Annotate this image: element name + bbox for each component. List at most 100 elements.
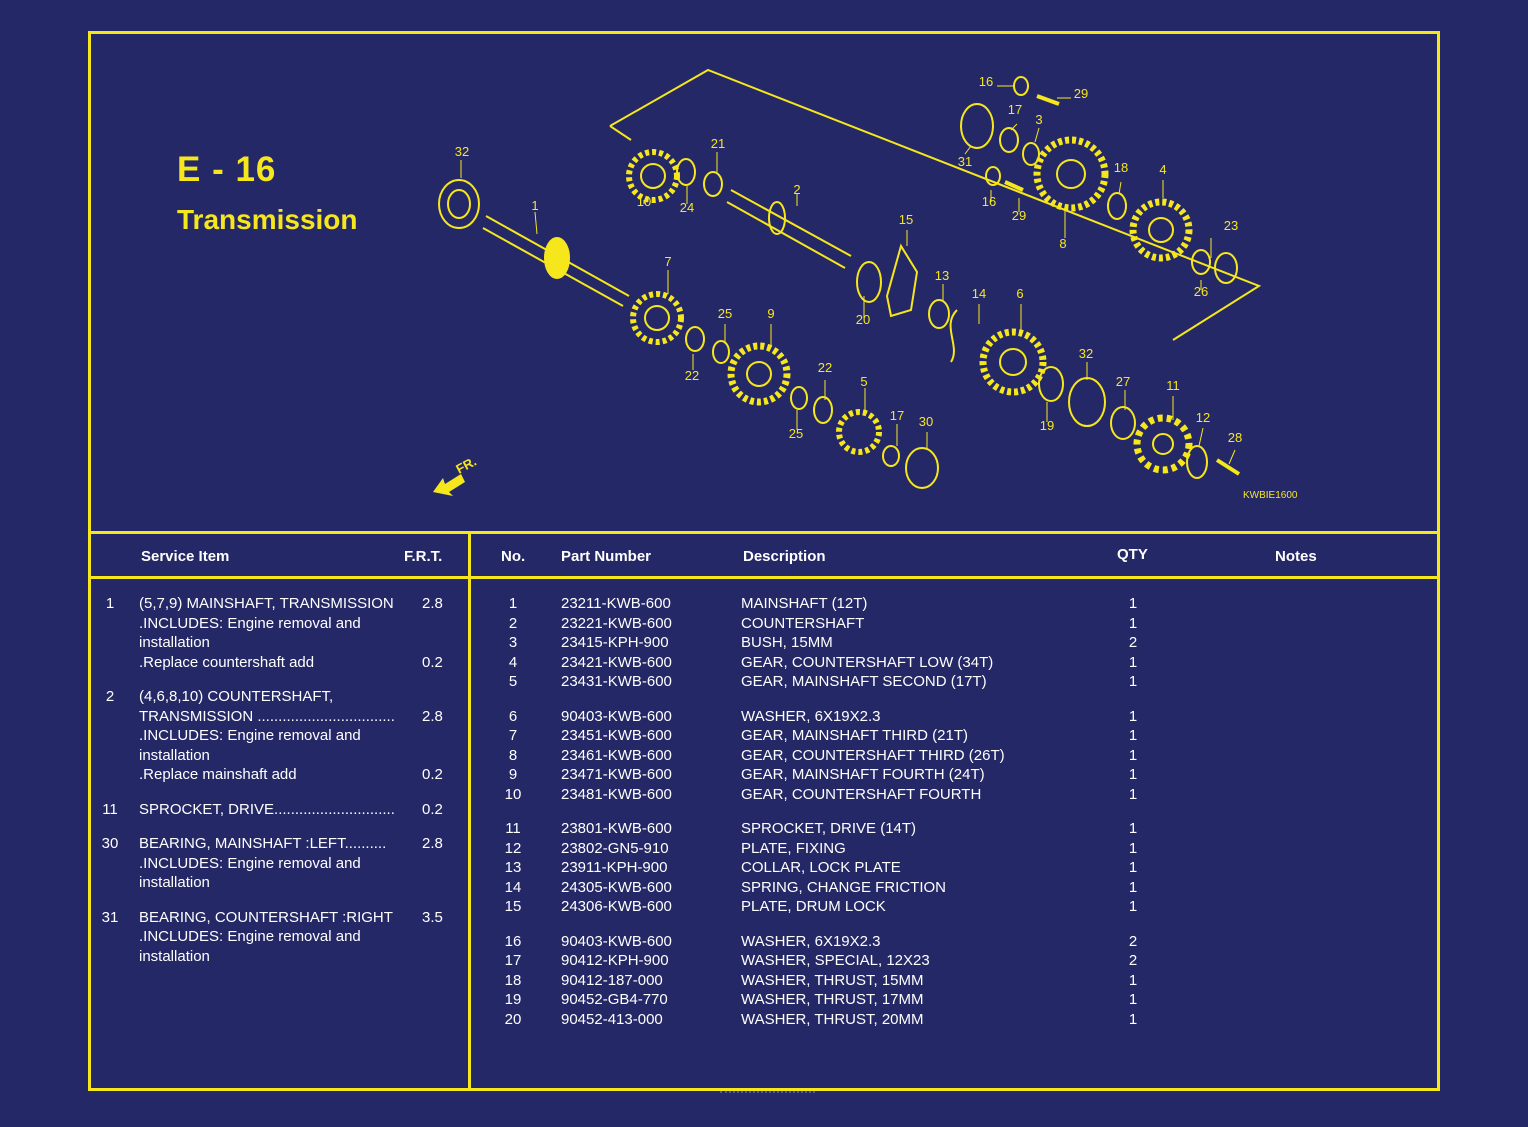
service-item-line: installation bbox=[91, 947, 468, 967]
part-no: 1 bbox=[508, 595, 518, 612]
header-service-item: Service Item bbox=[141, 548, 230, 565]
callout-label: 11 bbox=[1166, 378, 1180, 393]
service-item-number: 2 bbox=[105, 688, 115, 705]
exploded-diagram-area: E - 16 Transmission bbox=[91, 34, 1437, 534]
part-qty: 1 bbox=[1128, 727, 1138, 744]
part-description: GEAR, COUNTERSHAFT FOURTH bbox=[741, 785, 982, 803]
front-direction-arrow-icon bbox=[433, 474, 465, 496]
service-item-text: .INCLUDES: Engine removal and bbox=[139, 854, 361, 872]
part-no: 19 bbox=[504, 991, 522, 1008]
callout-label: 8 bbox=[1059, 236, 1066, 251]
service-item-text: .INCLUDES: Engine removal and bbox=[139, 727, 361, 744]
callout-label: 22 bbox=[685, 368, 699, 383]
header-notes: Notes bbox=[1275, 548, 1317, 565]
callout-label: 25 bbox=[789, 426, 803, 441]
gear-icon bbox=[727, 342, 791, 406]
washer-icon bbox=[1110, 406, 1136, 440]
part-qty: 1 bbox=[1128, 971, 1138, 989]
part-no: 4 bbox=[508, 653, 518, 671]
callout-label: 19 bbox=[1040, 418, 1054, 433]
callout-label: 20 bbox=[856, 312, 870, 327]
countershaft-icon bbox=[726, 189, 852, 269]
gear-icon bbox=[626, 149, 680, 203]
service-item-frt: 0.2 bbox=[422, 766, 443, 783]
service-item: 2(4,6,8,10) COUNTERSHAFT,TRANSMISSION ..… bbox=[91, 687, 468, 785]
service-item-line: 2(4,6,8,10) COUNTERSHAFT, bbox=[91, 687, 468, 707]
part-description: SPROCKET, DRIVE (14T) bbox=[741, 820, 917, 837]
service-item-text: BEARING, COUNTERSHAFT :RIGHT bbox=[139, 908, 393, 926]
part-qty: 1 bbox=[1128, 653, 1138, 671]
part-number: 23211-KWB-600 bbox=[561, 595, 671, 612]
part-description: PLATE, FIXING bbox=[741, 839, 846, 857]
part-no: 20 bbox=[504, 1010, 522, 1028]
part-number: 90403-KWB-600 bbox=[561, 707, 672, 725]
service-item-line: installation bbox=[91, 633, 468, 653]
part-number: 23471-KWB-600 bbox=[561, 766, 672, 783]
part-description: COLLAR, LOCK PLATE bbox=[741, 859, 901, 876]
callout-label: 13 bbox=[935, 268, 949, 283]
sprocket-icon bbox=[1133, 414, 1193, 474]
part-number: 23801-KWB-600 bbox=[561, 820, 672, 837]
callout-label: 16 bbox=[979, 74, 993, 89]
part-qty: 1 bbox=[1128, 991, 1138, 1008]
callout-label: 14 bbox=[972, 286, 986, 301]
part-no: 7 bbox=[508, 727, 518, 744]
fr-label: FR. bbox=[453, 454, 479, 477]
part-qty: 1 bbox=[1128, 785, 1138, 803]
part-number: 23451-KWB-600 bbox=[561, 727, 672, 744]
callout-label: 12 bbox=[1196, 410, 1210, 425]
part-description: WASHER, THRUST, 17MM bbox=[741, 991, 924, 1008]
service-item-line: .INCLUDES: Engine removal and bbox=[91, 854, 468, 874]
part-no: 16 bbox=[504, 932, 522, 950]
part-description: PLATE, DRUM LOCK bbox=[741, 898, 886, 915]
service-item-line: .INCLUDES: Engine removal and bbox=[91, 927, 468, 947]
part-description: GEAR, COUNTERSHAFT THIRD (26T) bbox=[741, 746, 1005, 764]
washer-icon bbox=[676, 158, 696, 186]
washer-icon bbox=[985, 166, 1001, 186]
washer-icon bbox=[1107, 192, 1127, 220]
callout-label: 29 bbox=[1012, 208, 1026, 223]
part-number: 23461-KWB-600 bbox=[561, 746, 672, 764]
part-number: 23431-KWB-600 bbox=[561, 673, 672, 690]
service-item-line: .INCLUDES: Engine removal and bbox=[91, 614, 468, 634]
header-qty: QTY bbox=[1117, 546, 1148, 563]
part-qty: 1 bbox=[1128, 707, 1138, 725]
part-number: 23802-GN5-910 bbox=[561, 839, 669, 857]
service-item-line: TRANSMISSION ...........................… bbox=[91, 707, 468, 727]
gear-icon bbox=[1033, 136, 1109, 212]
bolt-icon bbox=[1215, 458, 1241, 476]
callout-label: 4 bbox=[1159, 162, 1166, 177]
header-part-number: Part Number bbox=[561, 548, 652, 565]
part-description: WASHER, SPECIAL, 12X23 bbox=[741, 952, 930, 969]
callout-label: 31 bbox=[958, 154, 972, 169]
part-no: 11 bbox=[505, 820, 521, 837]
part-description: GEAR, MAINSHAFT SECOND (17T) bbox=[741, 673, 987, 690]
part-no: 10 bbox=[504, 785, 522, 803]
callout-label: 21 bbox=[711, 136, 725, 151]
washer-icon bbox=[790, 386, 808, 410]
washer-icon bbox=[1214, 252, 1238, 284]
part-qty: 1 bbox=[1128, 673, 1138, 690]
part-qty: 1 bbox=[1128, 595, 1138, 612]
service-item-frt: 2.8 bbox=[422, 835, 443, 852]
part-no: 2 bbox=[508, 614, 518, 632]
washer-icon bbox=[882, 445, 900, 467]
bearing-icon bbox=[960, 103, 994, 149]
